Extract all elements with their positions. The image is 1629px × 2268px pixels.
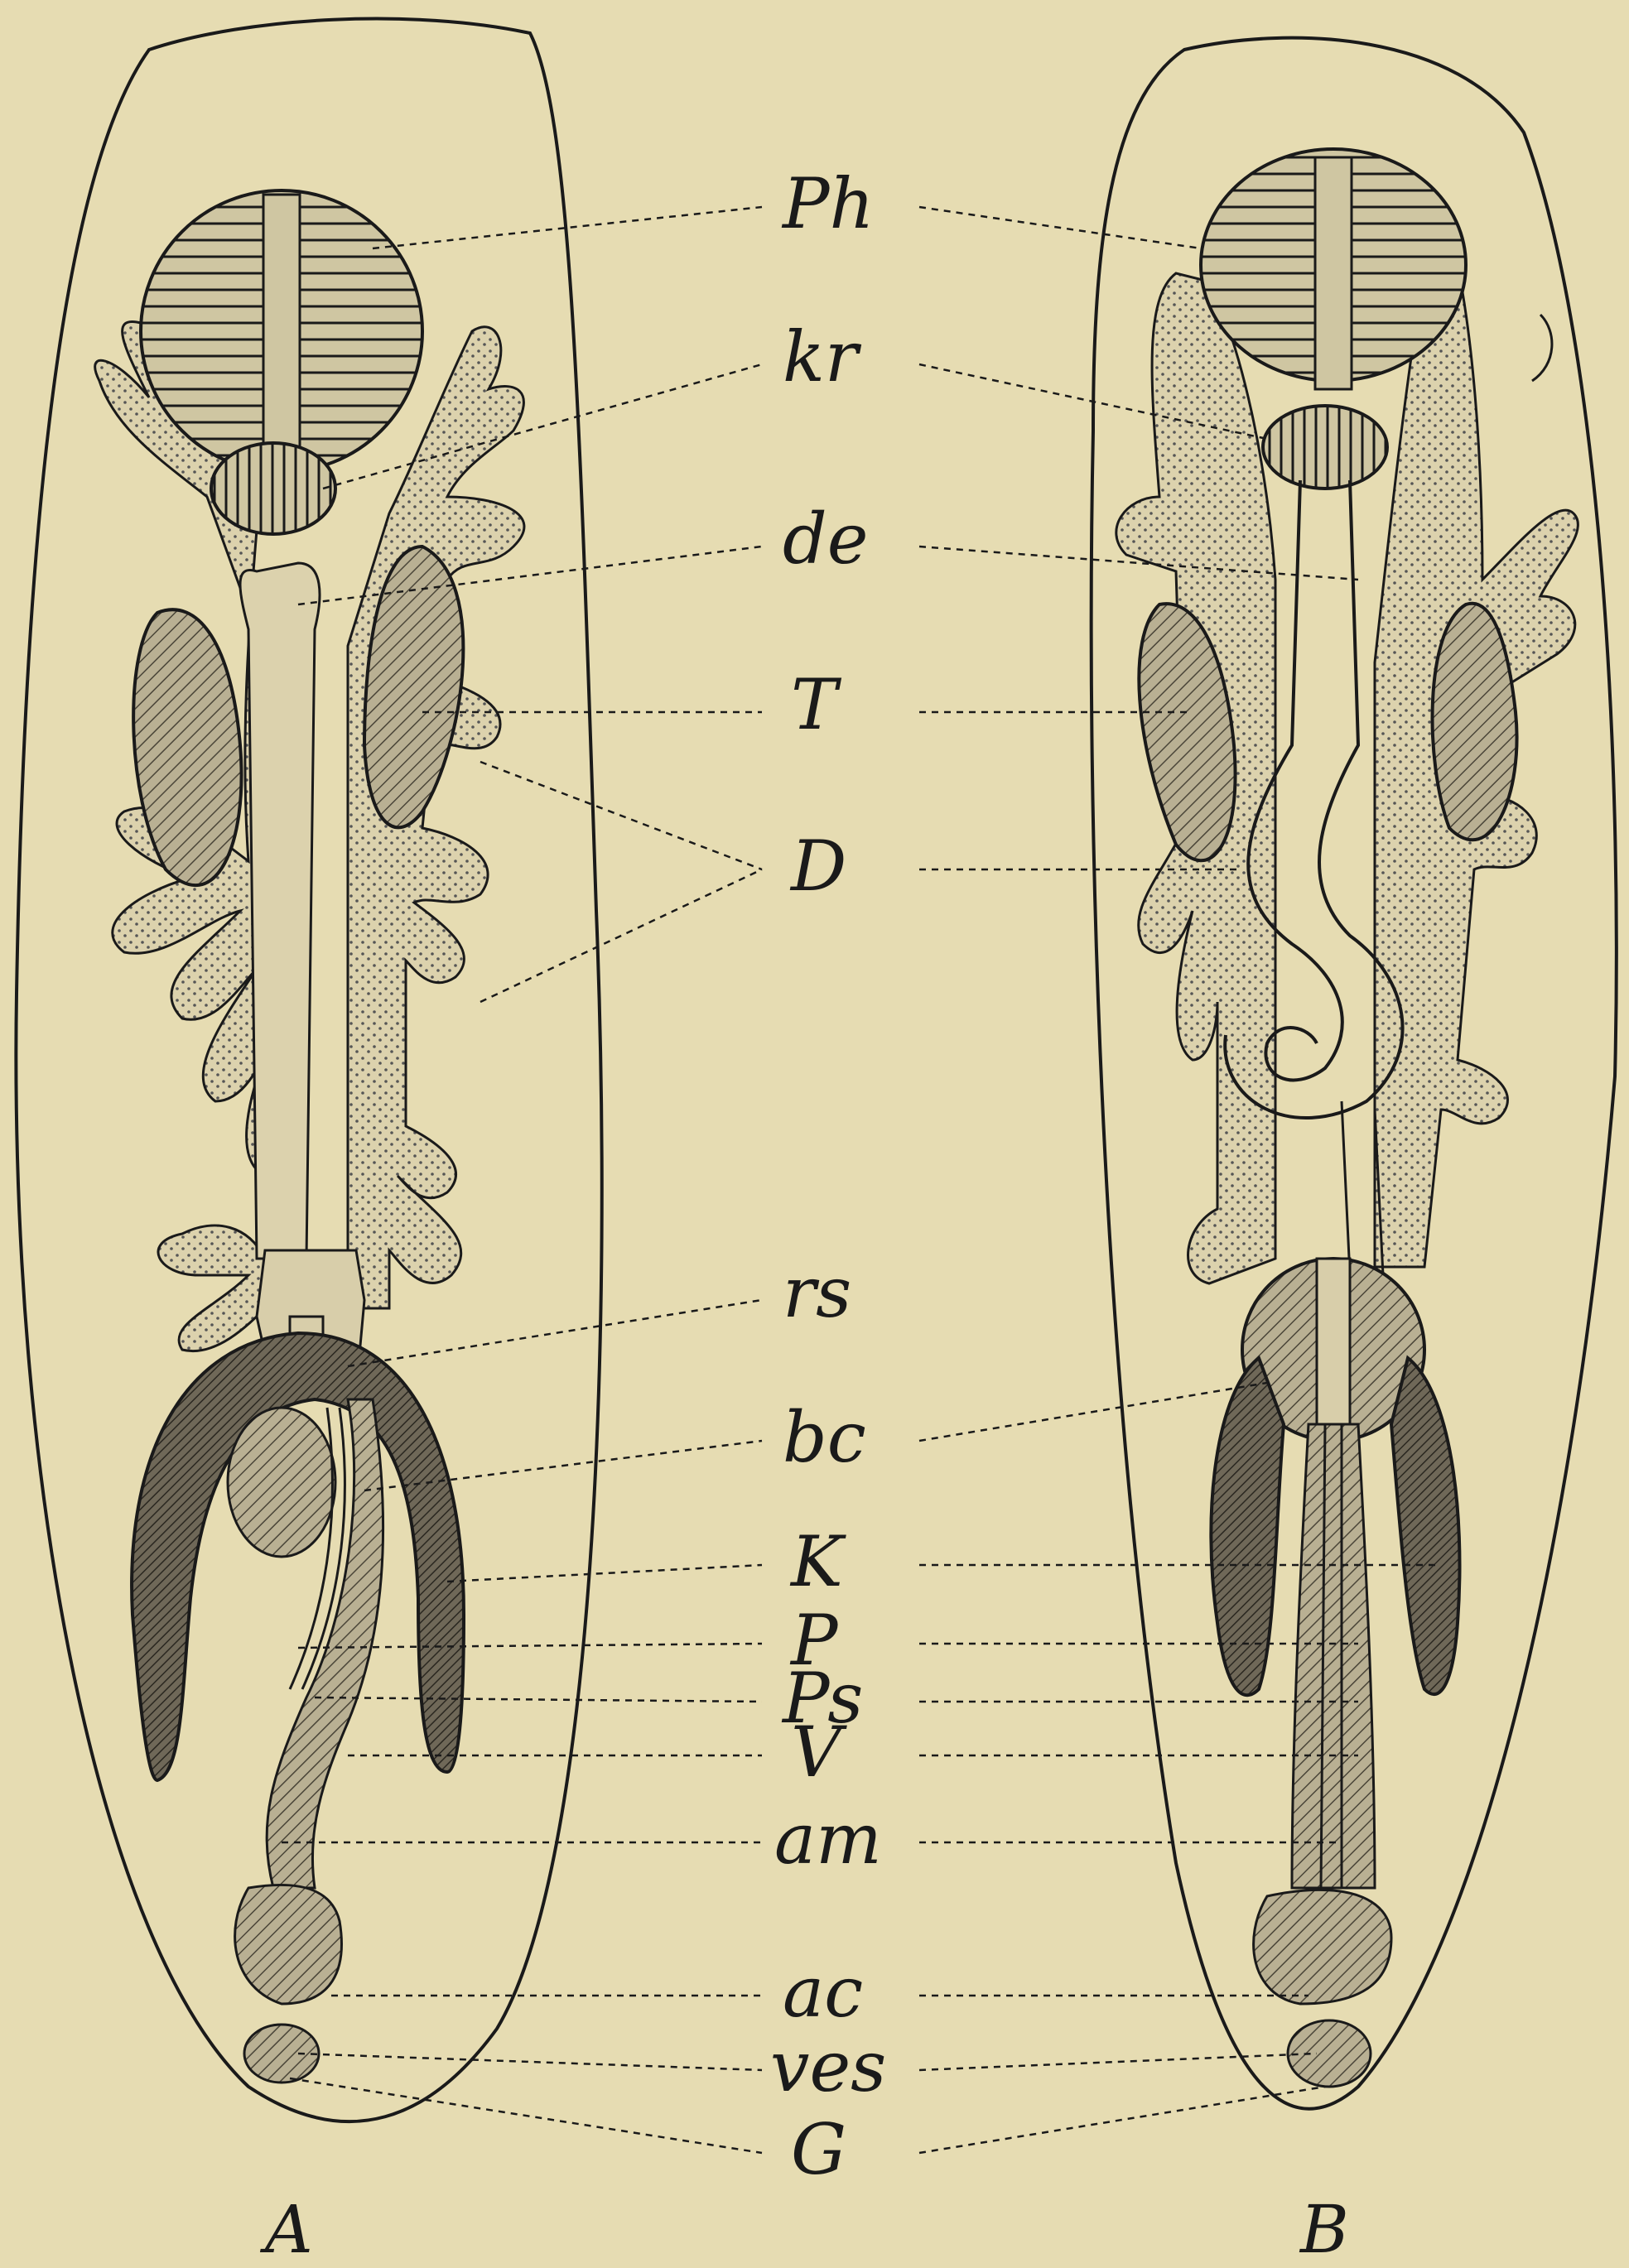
panel-b: B [1092,38,1617,2268]
labels: Ph kr de T D rs bc K P Ps V am ac ves G [770,163,886,2190]
label-g: G [791,2109,846,2190]
label-ves: ves [770,2026,886,2107]
label-bc: bc [783,1397,866,1478]
label-t: T [791,664,842,745]
label-am: am [774,1799,882,1880]
panel-a: A [16,19,601,2268]
label-de: de [783,498,868,580]
kr-ring-b [1263,406,1387,489]
label-rs: rs [783,1252,851,1333]
label-d: D [789,826,846,907]
horseshoe-a [132,1333,464,1780]
vesicle-b [1288,2020,1371,2087]
kr-ring-a [211,443,335,534]
label-kr: kr [783,316,862,397]
vesicle-a [244,2025,319,2083]
label-v: V [791,1712,847,1793]
horseshoe-right-b [1391,1358,1460,1694]
panel-a-caption: A [259,2191,313,2268]
label-ph: Ph [781,163,875,244]
panel-b-caption: B [1299,2191,1349,2268]
bursa-a [228,1408,335,1557]
atrium-a [235,1885,342,2004]
label-ac: ac [783,1952,863,2033]
atrium-b [1254,1890,1391,2004]
penis-tubes-b [1292,1424,1375,1888]
label-k: K [789,1521,846,1602]
